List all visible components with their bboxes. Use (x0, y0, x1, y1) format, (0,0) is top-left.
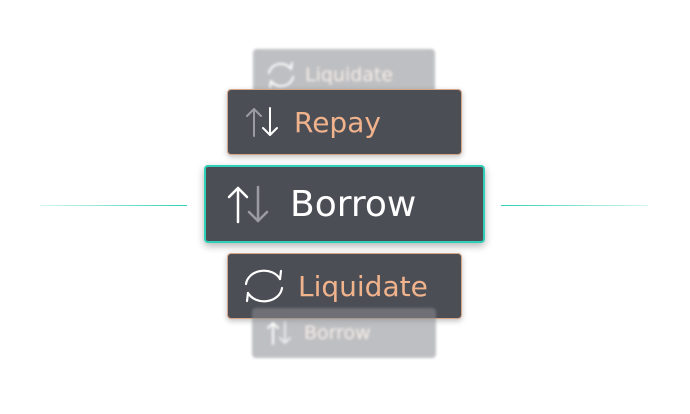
selection-guide-right (501, 205, 648, 206)
swap-vertical-icon (264, 319, 294, 347)
option-borrow-faded[interactable]: Borrow (252, 308, 436, 358)
refresh-icon (265, 60, 297, 90)
swap-vertical-icon (224, 182, 272, 226)
option-borrow-selected[interactable]: Borrow (204, 165, 485, 243)
option-label: Repay (294, 105, 381, 139)
selection-guide-left (40, 205, 187, 206)
option-label: Borrow (290, 183, 417, 225)
refresh-icon (240, 266, 288, 306)
option-label: Liquidate (305, 64, 394, 86)
option-label: Borrow (304, 322, 371, 344)
option-label: Liquidate (298, 269, 428, 303)
option-repay[interactable]: Repay (227, 89, 462, 155)
swap-vertical-icon (242, 104, 282, 140)
